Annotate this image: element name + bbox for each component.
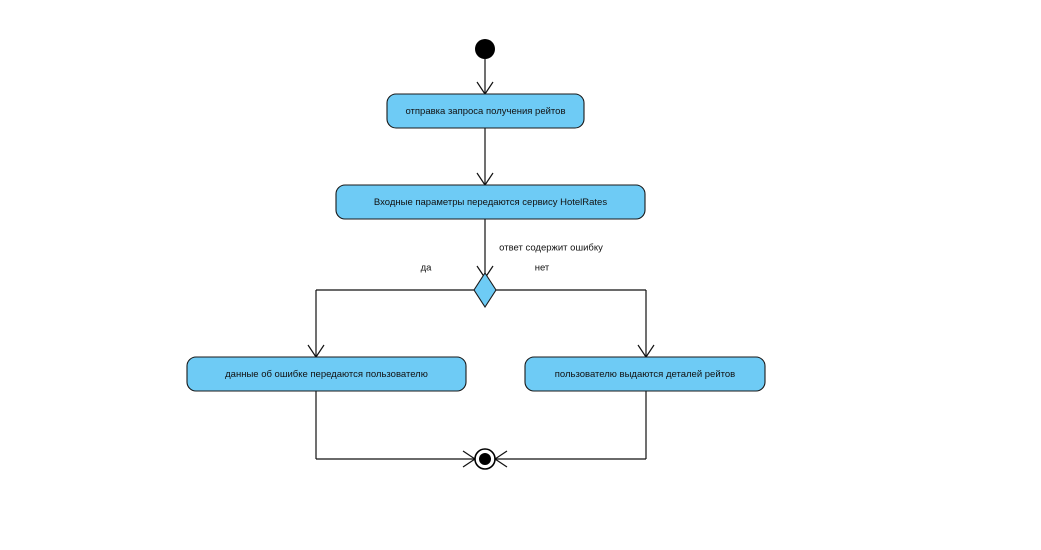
final-node[interactable] [474,448,496,470]
initial-node[interactable] [475,39,495,59]
activity-node-rates-to-user-label: пользователю выдаются деталей рейтов [555,369,735,380]
activity-node-error-to-user-label: данные об ошибке передаются пользователю [225,369,428,380]
decision-node[interactable] [473,271,497,309]
activity-node-send-request[interactable]: отправка запроса получения рейтов [386,93,585,129]
decision-question-label: ответ содержит ошибку [499,243,603,254]
activity-node-rates-to-user[interactable]: пользователю выдаются деталей рейтов [524,356,766,392]
activity-node-pass-params-label: Входные параметры передаются сервису Hot… [374,197,607,208]
edge-decision-yes-to-error [307,290,325,359]
edge-activity1-to-activity2 [476,128,494,187]
activity-node-pass-params[interactable]: Входные параметры передаются сервису Hot… [335,184,646,220]
edge-error-to-end [315,391,477,468]
edge-decision-no-to-success [637,290,655,359]
activity-node-send-request-label: отправка запроса получения рейтов [405,106,565,117]
edge-success-to-end [493,391,647,468]
guard-label-yes: да [421,263,433,274]
guard-label-no: нет [535,263,550,274]
activity-node-error-to-user[interactable]: данные об ошибке передаются пользователю [186,356,467,392]
edge-start-to-activity1 [476,59,494,96]
